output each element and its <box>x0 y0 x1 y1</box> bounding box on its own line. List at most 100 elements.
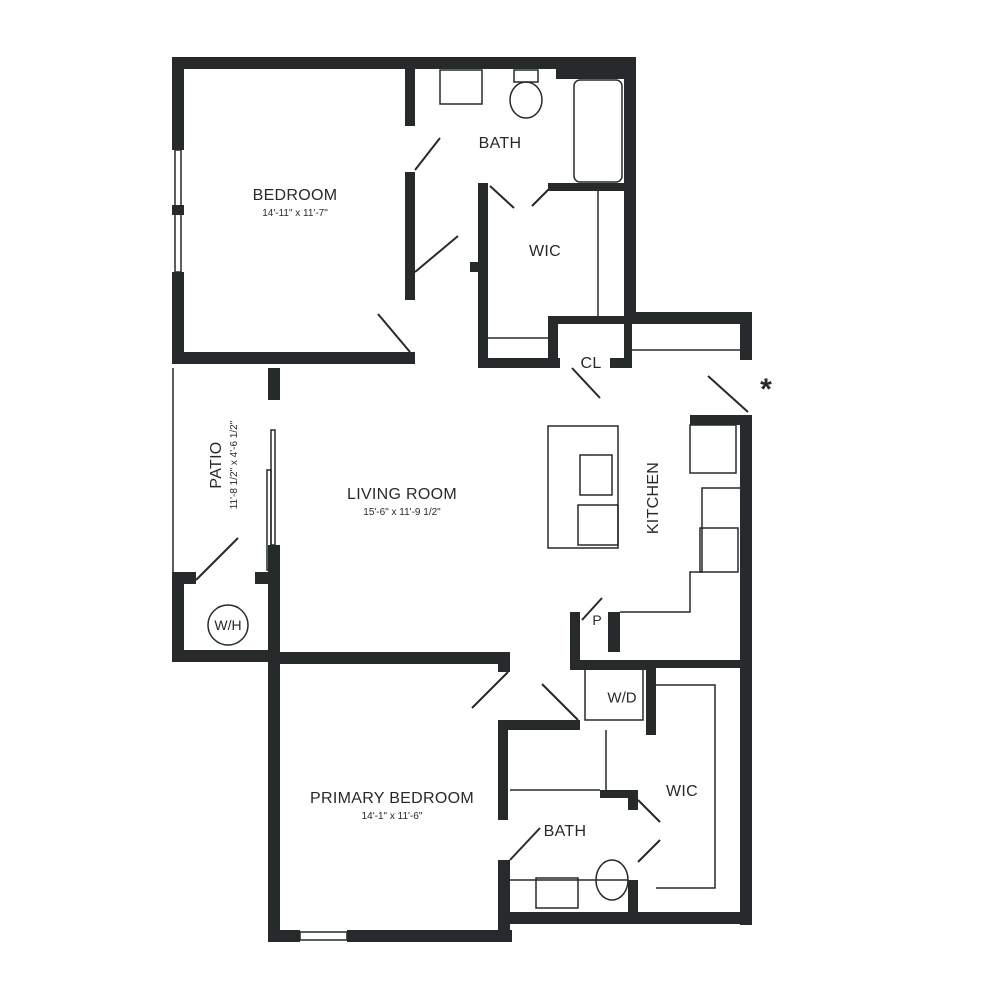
wall <box>628 880 638 924</box>
wall <box>172 572 184 662</box>
wall <box>268 368 280 400</box>
door <box>637 799 661 823</box>
kitchen-sink-icon <box>579 454 613 496</box>
wall <box>268 545 280 942</box>
water-heater-label: W/H <box>214 617 242 633</box>
thin-line <box>270 663 278 931</box>
room-name: BATH <box>543 823 587 840</box>
primary-bath-sink-icon <box>535 877 579 909</box>
room-kitchen: KITCHEN <box>645 462 663 534</box>
wall <box>646 660 656 735</box>
door <box>414 137 441 171</box>
wall <box>548 316 632 324</box>
refrigerator-icon <box>689 424 737 474</box>
toilet-icon <box>509 81 543 119</box>
room-dims: 11'-8 1/2" x 4'-6 1/2" <box>229 420 240 510</box>
wall <box>478 183 488 368</box>
windows-and-thin-lines <box>172 149 740 941</box>
fixtures <box>207 69 739 909</box>
wall <box>255 572 280 584</box>
room-primary-wic: WIC <box>666 783 698 801</box>
door <box>571 367 601 399</box>
wall <box>548 183 624 191</box>
door <box>377 313 411 353</box>
room-dims: 14'-11" x 11'-7" <box>262 208 328 219</box>
room-patio: PATIO 11'-8 1/2" x 4'-6 1/2" <box>208 421 240 510</box>
room-dims: 15'-6" x 11'-9 1/2" <box>363 507 441 518</box>
washer-dryer-icon <box>584 667 644 721</box>
door <box>195 537 239 581</box>
pantry-label: P <box>592 612 602 628</box>
doors <box>195 137 749 863</box>
wall <box>172 272 184 364</box>
wall <box>646 660 752 668</box>
thin-line <box>266 469 272 571</box>
stove-icon <box>699 527 739 573</box>
wall <box>600 790 638 798</box>
wall <box>498 720 580 730</box>
wall <box>172 205 184 215</box>
room-name: PRIMARY BEDROOM <box>310 790 474 807</box>
wall <box>570 660 656 670</box>
wall <box>570 612 580 670</box>
room-name: CL <box>580 355 602 372</box>
room-name: BEDROOM <box>252 187 338 204</box>
wall <box>172 57 184 150</box>
wall <box>498 652 510 672</box>
wall <box>498 860 510 942</box>
door <box>489 185 515 209</box>
wall <box>498 720 508 820</box>
wall <box>405 69 415 126</box>
wall <box>740 415 752 925</box>
wall <box>405 172 415 300</box>
water-heater-icon <box>207 604 249 646</box>
wall <box>347 930 512 942</box>
door <box>414 235 459 273</box>
wall <box>470 262 480 272</box>
thin-line <box>299 931 348 941</box>
room-bath: BATH <box>479 135 522 153</box>
bathtub-icon <box>573 79 623 183</box>
wall <box>172 650 280 662</box>
washer-dryer-label: W/D <box>607 689 637 707</box>
room-primary-bedroom: PRIMARY BEDROOM 14'-1" x 11'-6" <box>310 790 474 822</box>
thin-line <box>620 487 740 613</box>
wall <box>624 324 632 368</box>
walls <box>172 57 752 942</box>
door <box>541 683 579 721</box>
room-name: PATIO <box>208 441 225 489</box>
wall <box>268 652 510 664</box>
primary-toilet-icon <box>595 859 629 901</box>
wall <box>548 316 558 368</box>
wall <box>268 930 300 942</box>
wall <box>478 358 560 368</box>
room-bedroom: BEDROOM 14'-11" x 11'-7" <box>253 187 338 219</box>
room-name: WIC <box>665 783 699 800</box>
asterisk-marker: * <box>760 373 772 406</box>
room-name: WIC <box>528 243 562 260</box>
wall <box>624 312 752 324</box>
wall <box>624 57 636 324</box>
wall <box>172 57 636 69</box>
room-wic: WIC <box>529 243 561 261</box>
room-closet: CL <box>580 355 601 373</box>
bath-sink-icon <box>439 69 483 105</box>
door <box>531 185 553 207</box>
wall <box>610 358 632 368</box>
room-name: LIVING ROOM <box>347 486 457 503</box>
kitchen-island <box>547 425 619 549</box>
dishwasher-icon <box>577 504 619 546</box>
room-name: BATH <box>478 135 522 152</box>
wall <box>740 312 752 360</box>
door <box>707 375 749 413</box>
wall <box>690 415 740 425</box>
door <box>581 597 603 621</box>
wall <box>172 352 415 364</box>
room-living: LIVING ROOM 15'-6" x 11'-9 1/2" <box>347 486 457 518</box>
wall <box>608 612 620 652</box>
room-dims: 14'-1" x 11'-6" <box>361 811 423 822</box>
door <box>509 827 541 861</box>
wall <box>556 69 624 79</box>
room-primary-bath: BATH <box>544 823 587 841</box>
